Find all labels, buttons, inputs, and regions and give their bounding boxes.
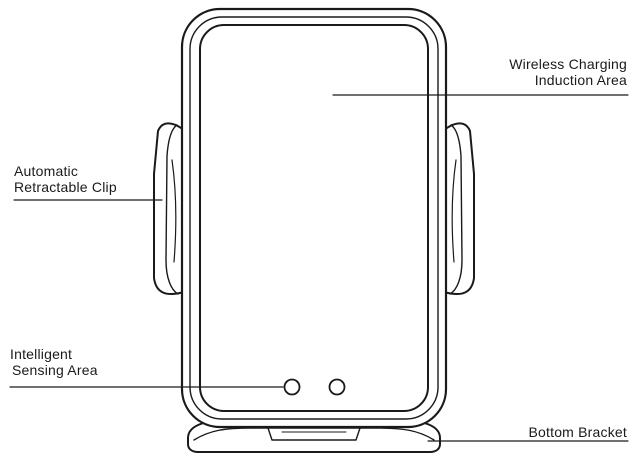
- sensing-area-line-2: Sensing Area: [12, 362, 98, 378]
- wireless-charging-label: Wireless Charging Induction Area: [509, 56, 627, 88]
- leader-lines: [9, 94, 629, 442]
- sensing-area-line-1: Intelligent: [10, 346, 73, 362]
- retractable-clip-label: Automatic Retractable Clip: [14, 163, 117, 195]
- sensing-area-label: Intelligent Sensing Area: [10, 346, 98, 378]
- wireless-charging-line-2: Induction Area: [534, 72, 627, 88]
- charging-pad: [199, 24, 429, 412]
- retractable-clip-line-1: Automatic: [14, 163, 79, 179]
- left-clip: [153, 122, 185, 296]
- sensor-dot-left: [283, 378, 301, 396]
- wireless-charging-line-1: Wireless Charging: [509, 56, 627, 72]
- right-clip: [443, 122, 475, 296]
- retractable-clip-line-2: Retractable Clip: [14, 179, 117, 195]
- bottom-bracket-text: Bottom Bracket: [528, 424, 627, 440]
- bottom-bracket-label: Bottom Bracket: [528, 424, 627, 440]
- holder-body: [180, 7, 448, 429]
- sensor-dot-right: [328, 378, 346, 396]
